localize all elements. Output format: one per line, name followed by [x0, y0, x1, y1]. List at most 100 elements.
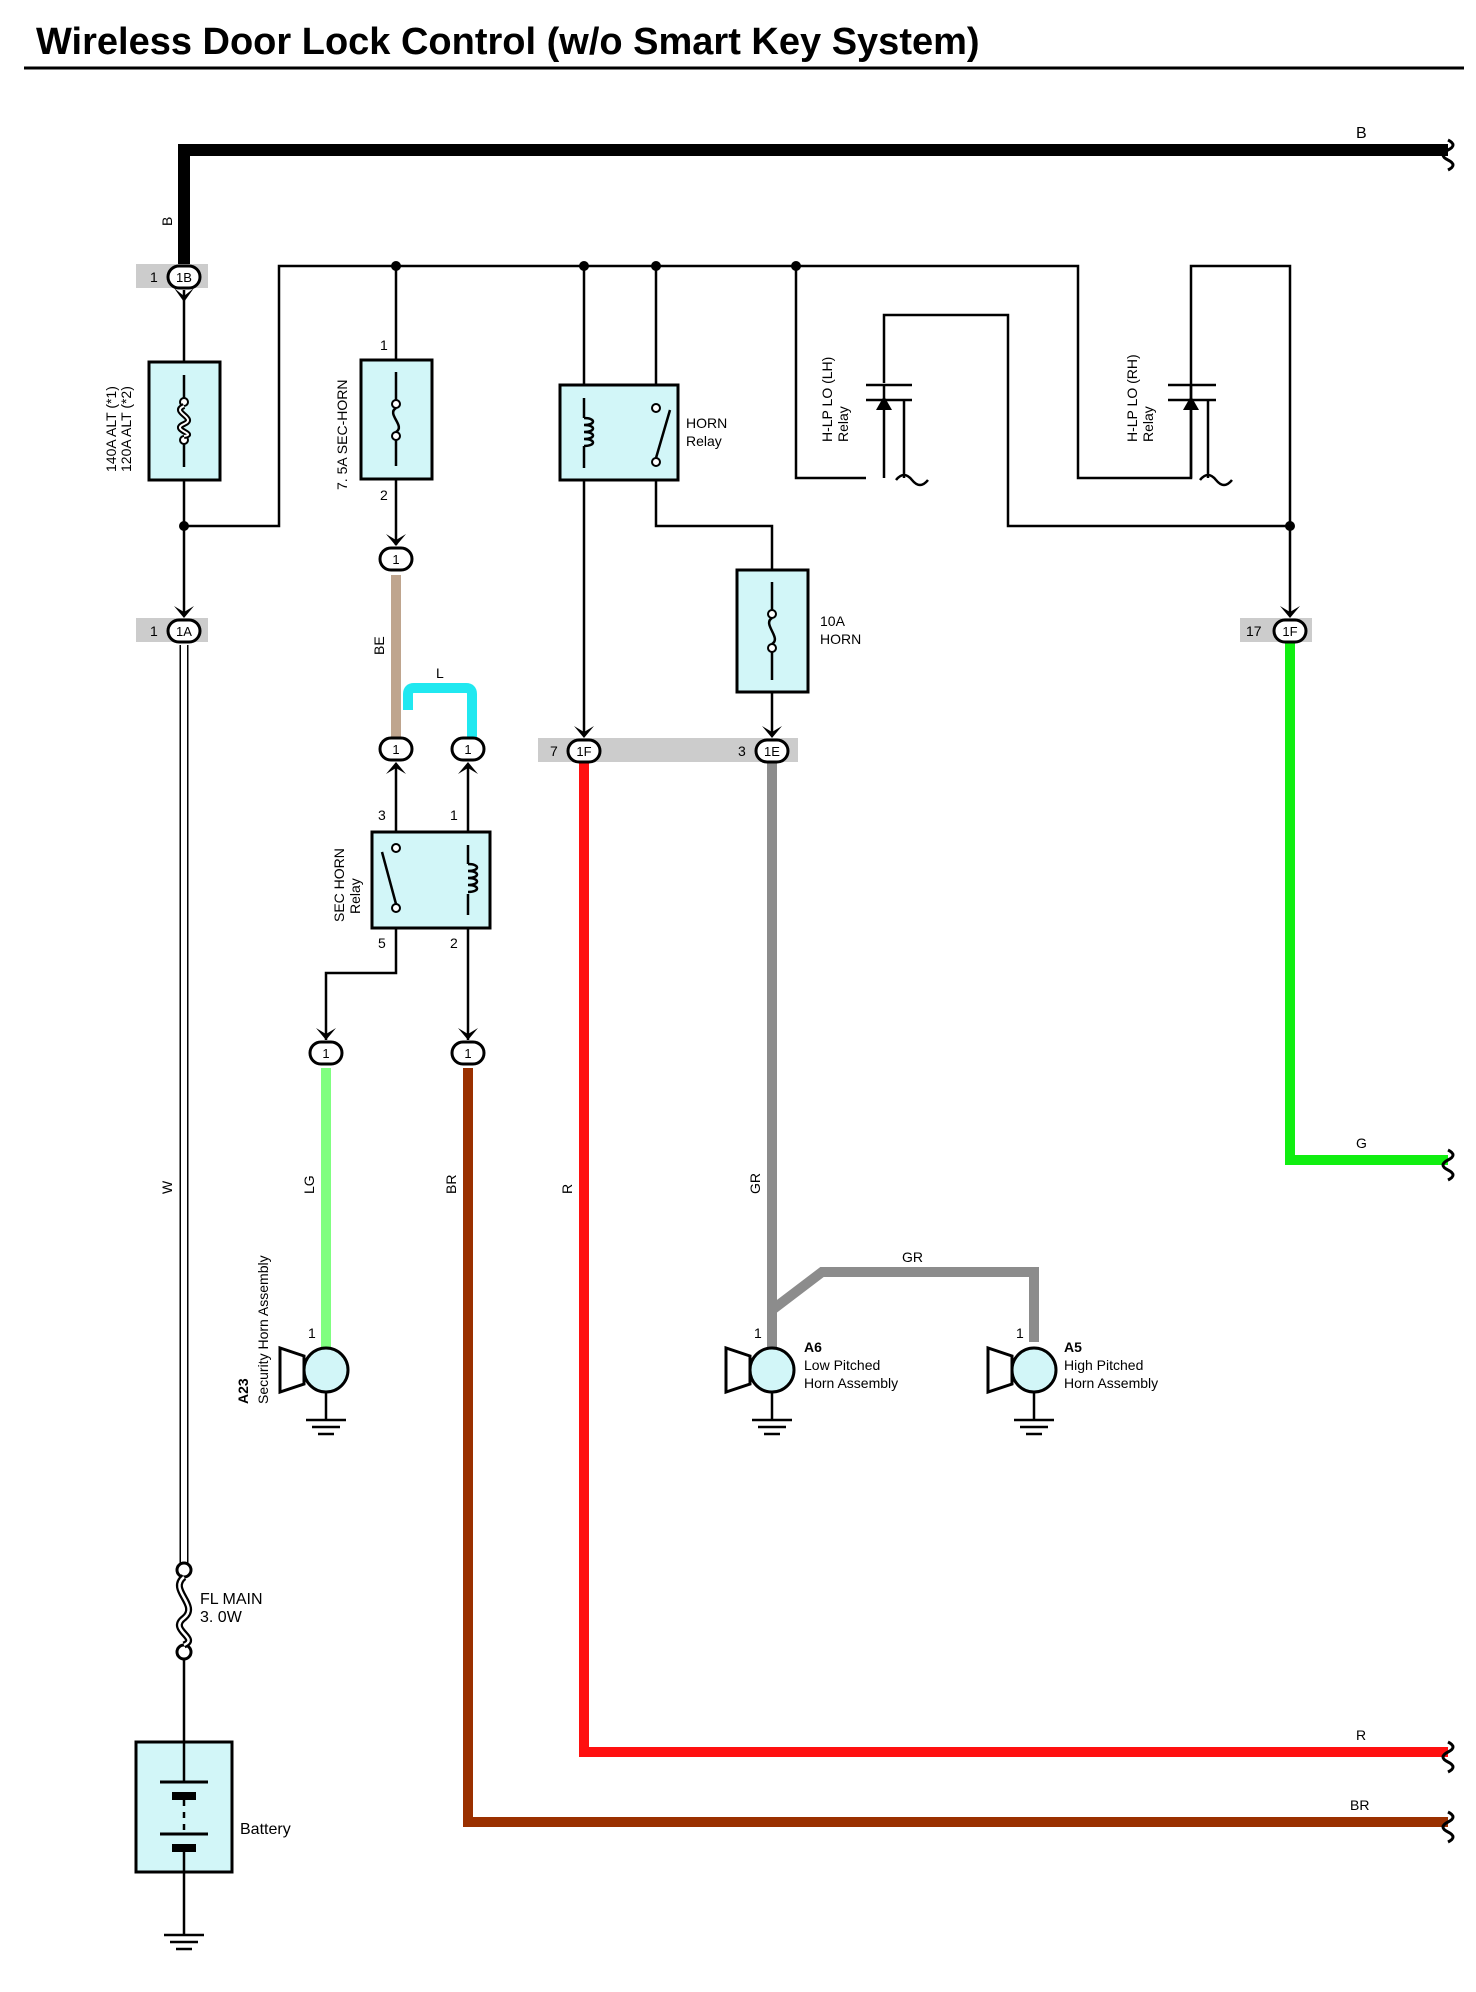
relay-sec-pin2: 2	[450, 935, 458, 951]
fl-main-label1: FL MAIN	[200, 1591, 263, 1608]
horn-a23-name: Security Horn Assembly	[255, 1255, 271, 1404]
horn-a5-icon	[986, 1345, 1058, 1436]
svg-text:3: 3	[738, 743, 746, 759]
wire-br-label-left: BR	[443, 1175, 459, 1194]
relay-sec-label2: Relay	[347, 878, 363, 914]
fl-main-term	[175, 1643, 193, 1661]
horn-a6-code: A6	[804, 1339, 822, 1355]
svg-text:1: 1	[464, 1046, 471, 1061]
wire-g	[1285, 640, 1448, 1165]
horn-a6-line1: Low Pitched	[804, 1357, 880, 1373]
wire-b-main	[178, 144, 1448, 270]
wire-r-label-right: R	[1356, 1727, 1366, 1743]
wire-gr	[767, 760, 1039, 1342]
wire-r-label-left: R	[559, 1184, 575, 1194]
relay-horn-label2: Relay	[686, 433, 722, 449]
relay-horn-label1: HORN	[686, 415, 727, 431]
horn-a23-pin: 1	[308, 1325, 316, 1341]
wire-r	[579, 760, 1448, 1757]
svg-text:1: 1	[392, 552, 399, 567]
horn-a23-icon	[278, 1345, 350, 1436]
splice-dot	[579, 261, 589, 271]
svg-text:17: 17	[1246, 623, 1262, 639]
relay-horn-contact	[651, 457, 661, 467]
svg-text:1E: 1E	[764, 744, 780, 759]
fuse-horn-label2: HORN	[820, 631, 861, 647]
relay-horn-coil	[583, 416, 595, 448]
relay-sec-contact	[391, 843, 401, 853]
svg-text:1: 1	[150, 269, 158, 285]
connector-1A: 1A 1	[150, 606, 202, 644]
splice-dot	[651, 261, 661, 271]
relay-sec-coil	[467, 862, 479, 894]
relay-hlp-rh-label1: H-LP LO (RH)	[1124, 354, 1140, 442]
connector-1F-17: 1F 17	[1246, 606, 1308, 644]
horn-a5-line2: Horn Assembly	[1064, 1375, 1158, 1391]
fuse-horn-element	[767, 616, 777, 646]
relay-hlp-rh	[1168, 383, 1233, 487]
svg-text:1F: 1F	[576, 744, 591, 759]
svg-text:1: 1	[150, 623, 158, 639]
relay-hlp-rh-label2: Relay	[1140, 406, 1156, 442]
fuse-sec-term	[391, 431, 401, 441]
splice-dot	[391, 261, 401, 271]
wire-b-label-left: B	[159, 217, 175, 226]
break-mark-br	[1441, 1810, 1455, 1844]
horn-a23-code: A23	[235, 1378, 251, 1404]
relay-sec-pin3: 3	[378, 807, 386, 823]
connector-sec-relay-in1: 1	[450, 736, 486, 774]
relay-hlp-lh-label1: H-LP LO (LH)	[819, 357, 835, 442]
relay-sec-label1: SEC HORN	[331, 848, 347, 922]
horn-a6-icon	[724, 1345, 796, 1436]
break-mark-b	[1441, 138, 1455, 172]
relay-hlp-lh-label2: Relay	[835, 406, 851, 442]
svg-text:1F: 1F	[1282, 624, 1297, 639]
horn-a5-code: A5	[1064, 1339, 1082, 1355]
svg-text:7: 7	[550, 743, 558, 759]
ground-icon	[164, 1872, 204, 1951]
connector-1F-7: 1F 7	[550, 726, 602, 764]
wire-l	[403, 683, 477, 740]
hlp-lh-return	[882, 313, 1290, 528]
bus-line	[184, 264, 1292, 528]
wire-br	[463, 1068, 1448, 1827]
svg-text:1A: 1A	[176, 624, 192, 639]
wire-be-label: BE	[371, 636, 387, 655]
fuse-sec-pin-top: 1	[380, 337, 388, 353]
diagram-title: Wireless Door Lock Control (w/o Smart Ke…	[36, 21, 980, 63]
fuse-horn-label1: 10A	[820, 613, 846, 629]
fl-main-label2: 3. 0W	[200, 1609, 243, 1626]
relay-horn-switch	[654, 409, 672, 459]
relay-hlp-lh	[866, 383, 929, 487]
fuse-alt-label2: 120A ALT (*2)	[118, 386, 134, 472]
wire-br-label-right: BR	[1350, 1797, 1369, 1813]
fl-main-element-inner	[178, 1576, 190, 1647]
connector-sec-fuse-out: 1	[378, 534, 414, 572]
relay-horn-contact	[651, 403, 661, 413]
horn-a5-line1: High Pitched	[1064, 1357, 1143, 1373]
splice-dot	[791, 261, 801, 271]
battery-cell-plate	[172, 1844, 196, 1852]
wire-b-label-right: B	[1356, 125, 1367, 142]
svg-text:1: 1	[322, 1046, 329, 1061]
horn-a6-line2: Horn Assembly	[804, 1375, 898, 1391]
connector-sec-relay-out2: 1	[450, 1028, 486, 1066]
horn-a6-pin: 1	[754, 1325, 762, 1341]
fuse-horn-term	[767, 643, 777, 653]
svg-text:1: 1	[392, 742, 399, 757]
relay-horn	[558, 383, 680, 482]
fuse-alt-element-inner	[179, 405, 189, 437]
fuse-sec-term	[391, 399, 401, 409]
splice-dot	[179, 521, 189, 531]
fuse-sec-element	[391, 406, 401, 434]
connector-1E-3: 1E 3	[738, 726, 790, 764]
svg-text:1B: 1B	[176, 270, 192, 285]
relay-sec-pin1: 1	[450, 807, 458, 823]
wire-sec-relay-out5	[324, 928, 398, 1040]
break-mark-r	[1441, 1740, 1455, 1774]
splice-dot	[1285, 521, 1295, 531]
fuse-horn-term	[767, 609, 777, 619]
relay-sec-switch	[380, 851, 398, 905]
break-mark-g	[1441, 1148, 1455, 1182]
